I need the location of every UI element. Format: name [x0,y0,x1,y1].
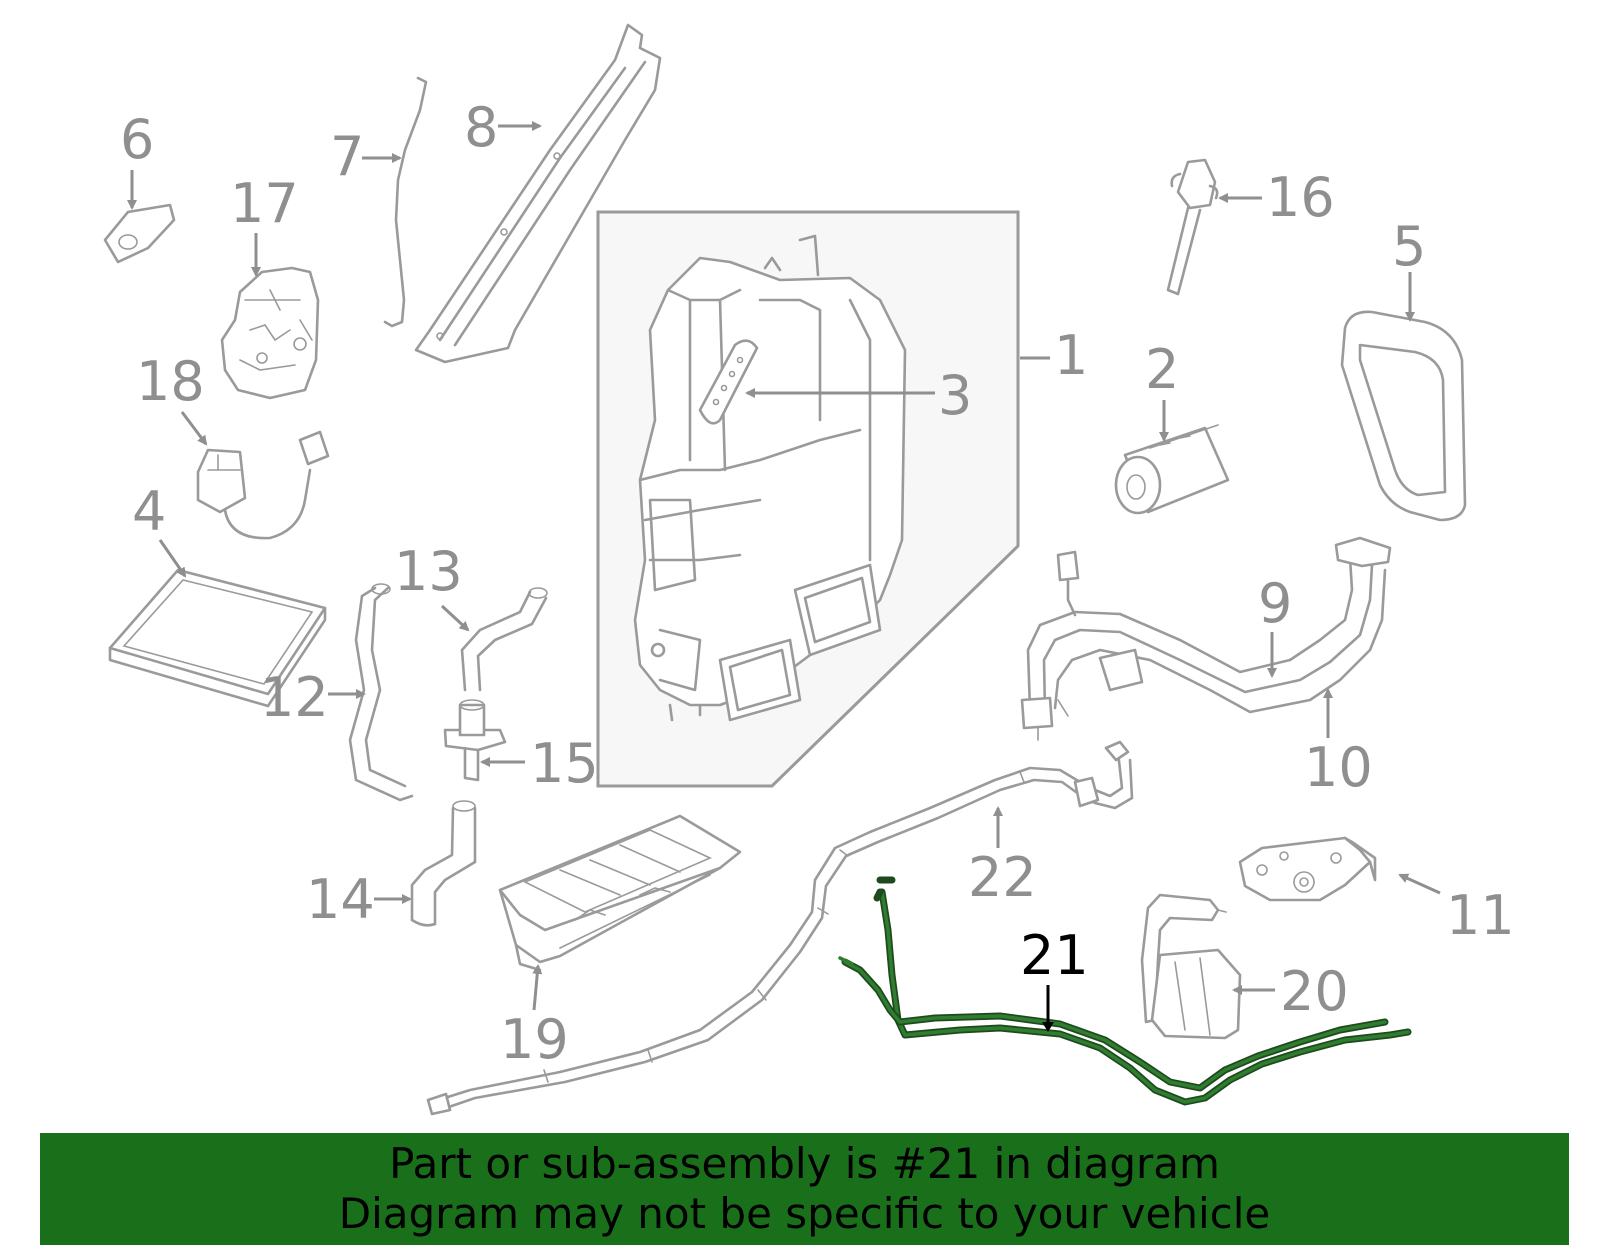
part-14-hose[interactable] [410,800,477,927]
callout-6: 6 [120,108,154,171]
callout-9: 9 [1258,572,1292,635]
part-18-harness[interactable] [196,430,330,540]
part-19-air-register[interactable] [498,814,742,972]
part-22-line[interactable] [426,740,1134,1116]
callout-17: 17 [230,172,299,235]
callout-8: 8 [464,96,498,159]
callout-12: 12 [260,666,329,729]
callout-20: 20 [1280,960,1349,1023]
callout-leaders [127,121,1441,1032]
callout-16: 16 [1266,166,1335,229]
part-12-hose[interactable] [348,583,414,802]
callout-21-highlighted: 21 [1020,924,1089,987]
part-3-air-filter-door[interactable] [698,339,759,425]
callout-22: 22 [968,846,1037,909]
part-4-cabin-filter[interactable] [108,568,327,708]
part-17-actuator[interactable] [220,266,320,400]
part-9-10-refrigerant-lines[interactable] [1020,536,1392,741]
part-20-cover[interactable] [1140,893,1242,1040]
banner-line-part-info: Part or sub-assembly is #21 in diagram [389,1139,1220,1188]
part-21-line-highlighted[interactable] [838,876,1412,1106]
callout-4: 4 [132,480,166,543]
part-1-hvac-case[interactable] [596,210,1020,788]
callout-14: 14 [306,868,375,931]
part-6-bracket[interactable] [103,203,176,264]
part-7-rod[interactable] [383,76,428,328]
callout-3: 3 [938,364,972,427]
part-5-seal-frame[interactable] [1340,310,1467,522]
part-2-blower-motor[interactable] [1114,424,1230,515]
callout-5: 5 [1392,215,1426,278]
part-8-duct[interactable] [414,23,662,364]
callout-15: 15 [530,732,599,795]
callout-2: 2 [1145,338,1179,401]
callout-13: 13 [394,540,463,603]
part-13-hose[interactable] [460,587,548,692]
part-16-sensor[interactable] [1166,158,1219,296]
callout-1: 1 [1054,324,1088,387]
part-11-bracket[interactable] [1238,836,1377,902]
callout-19: 19 [500,1008,569,1071]
callout-7: 7 [330,125,364,188]
part-15-fitting[interactable] [443,699,507,782]
banner-line-disclaimer: Diagram may not be specific to your vehi… [338,1189,1271,1238]
callout-18: 18 [136,350,205,413]
info-banner: Part or sub-assembly is #21 in diagram D… [40,1133,1569,1245]
callout-10: 10 [1304,736,1373,799]
callout-11: 11 [1446,884,1515,947]
